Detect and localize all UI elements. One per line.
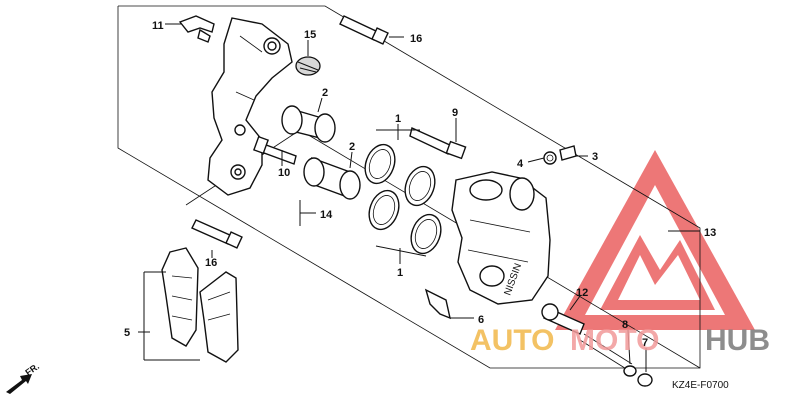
caliper-body: NISSIN	[451, 171, 551, 305]
pad-spring	[178, 15, 215, 43]
boot	[295, 56, 321, 76]
bolt-lower	[191, 219, 243, 249]
callout-1-upper: 1	[395, 113, 401, 125]
callout-2-lower: 2	[349, 141, 355, 153]
pin-bolt	[253, 135, 297, 165]
arrow-icon	[6, 374, 32, 394]
watermark-auto: AUTO	[470, 324, 554, 357]
callout-1-lower: 1	[397, 267, 403, 279]
callout-3: 3	[592, 151, 598, 163]
callout-labels: 11 16 15 2 2 1 1 9 10 3 4 13 14 5 6 12 8…	[124, 20, 716, 349]
callout-9: 10	[278, 167, 290, 179]
pin-plug	[637, 373, 653, 387]
callout-4: 4	[517, 158, 524, 170]
brake-pad-right	[199, 271, 239, 363]
callout-7: 11	[152, 20, 164, 32]
callout-12: 13	[704, 227, 716, 239]
slide-pin	[409, 127, 467, 160]
bolt-upper	[339, 15, 389, 45]
watermark-moto: MOTO	[570, 324, 659, 357]
callout-16-upper: 16	[410, 33, 422, 45]
callout-13: 14	[320, 209, 333, 221]
callout-5: 5	[124, 327, 130, 339]
callout-2-upper: 2	[322, 87, 328, 99]
front-direction-indicator: FR.	[6, 361, 41, 394]
leader-lines	[138, 23, 700, 372]
piston-lower	[303, 156, 361, 200]
piston-upper	[281, 105, 336, 143]
piston-seals	[364, 143, 442, 255]
pin-bolt-long	[579, 333, 637, 377]
caliper-bracket	[207, 17, 293, 196]
callout-10: 12	[576, 287, 588, 299]
diagram-code: KZ4E-F0700	[672, 380, 729, 391]
callout-11: 15	[304, 29, 316, 41]
callout-8: 9	[452, 107, 458, 119]
pad-pin	[541, 303, 585, 335]
callout-15: 8	[622, 319, 628, 331]
brake-pad-left	[161, 247, 199, 347]
watermark-hub: HUB	[705, 324, 770, 357]
callout-16-lower: 16	[205, 257, 217, 269]
callout-6: 6	[478, 314, 484, 326]
watermark-text: AUTO MOTO HUB	[470, 324, 770, 357]
watermark-logo	[555, 150, 755, 330]
pad-shim	[424, 288, 451, 320]
callout-14: 7	[642, 337, 648, 349]
bleeder-valve	[543, 145, 577, 165]
